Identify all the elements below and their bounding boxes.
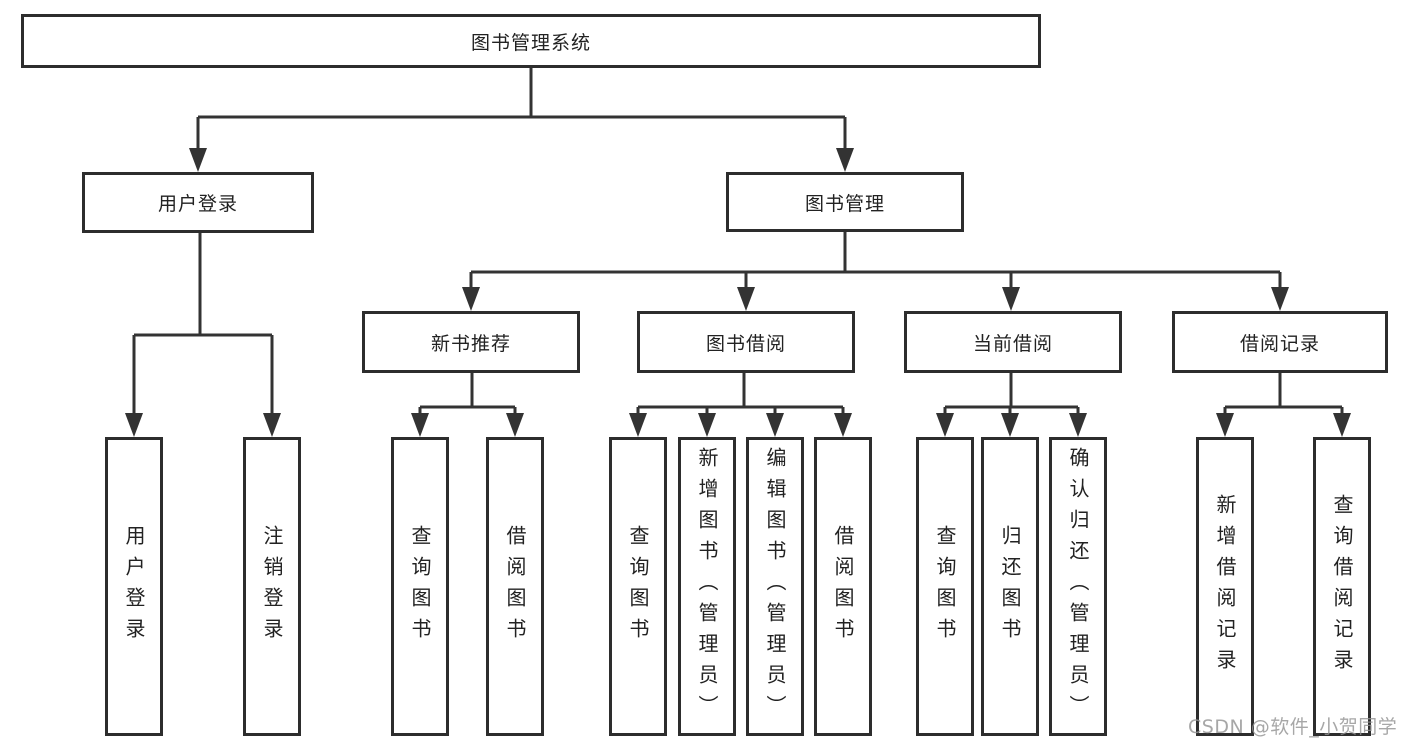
node-book-management: 图书管理	[726, 172, 964, 232]
leaf-query-books-borrowing: 查询图书	[609, 437, 667, 736]
node-label: 借阅图书	[831, 524, 855, 649]
node-label: 当前借阅	[972, 332, 1053, 355]
node-book-borrowing: 图书借阅	[637, 311, 855, 373]
leaf-user-login: 用户登录	[105, 437, 163, 736]
arrowheads	[125, 148, 1351, 437]
node-label: 图书管理系统	[470, 31, 591, 54]
leaf-logout: 注销登录	[243, 437, 301, 736]
node-label: 查询图书	[626, 524, 650, 649]
leaf-query-books-recommend: 查询图书	[391, 437, 449, 736]
node-label: 图书借阅	[705, 332, 786, 355]
node-label: 用户登录	[122, 524, 146, 649]
node-borrowing-records: 借阅记录	[1172, 311, 1388, 373]
node-label: 新书推荐	[430, 332, 511, 355]
csdn-watermark: CSDN @软件_小贺同学	[1188, 716, 1398, 738]
node-label: 借阅图书	[503, 524, 527, 649]
leaf-add-books-admin: 新增图书（管理员）	[678, 437, 736, 736]
leaf-return-books: 归还图书	[981, 437, 1039, 736]
node-current-borrowing: 当前借阅	[904, 311, 1122, 373]
leaf-borrow-books-borrowing: 借阅图书	[814, 437, 872, 736]
node-label: 查询借阅记录	[1330, 493, 1354, 680]
node-label: 查询图书	[408, 524, 432, 649]
connector-paths	[132, 68, 1344, 418]
leaf-add-borrow-record: 新增借阅记录	[1196, 437, 1254, 736]
node-label: 用户登录	[157, 193, 238, 215]
node-label: 新增图书（管理员）	[695, 447, 719, 726]
leaf-edit-books-admin: 编辑图书（管理员）	[746, 437, 804, 736]
node-label: 编辑图书（管理员）	[763, 447, 787, 726]
leaf-confirm-return-admin: 确认归还（管理员）	[1049, 437, 1107, 736]
node-label: 借阅记录	[1239, 332, 1320, 355]
node-label: 新增借阅记录	[1213, 493, 1237, 680]
node-label: 注销登录	[260, 524, 284, 649]
node-new-book-recommendation: 新书推荐	[362, 311, 580, 373]
node-label: 图书管理	[804, 192, 885, 215]
node-user-login: 用户登录	[82, 172, 314, 233]
node-label: 确认归还（管理员）	[1066, 447, 1090, 726]
node-label: 查询图书	[933, 524, 957, 649]
leaf-query-borrow-record: 查询借阅记录	[1313, 437, 1371, 736]
node-library-management-system: 图书管理系统	[21, 14, 1041, 68]
node-label: 归还图书	[998, 524, 1022, 649]
leaf-query-books-current: 查询图书	[916, 437, 974, 736]
leaf-borrow-books-recommend: 借阅图书	[486, 437, 544, 736]
